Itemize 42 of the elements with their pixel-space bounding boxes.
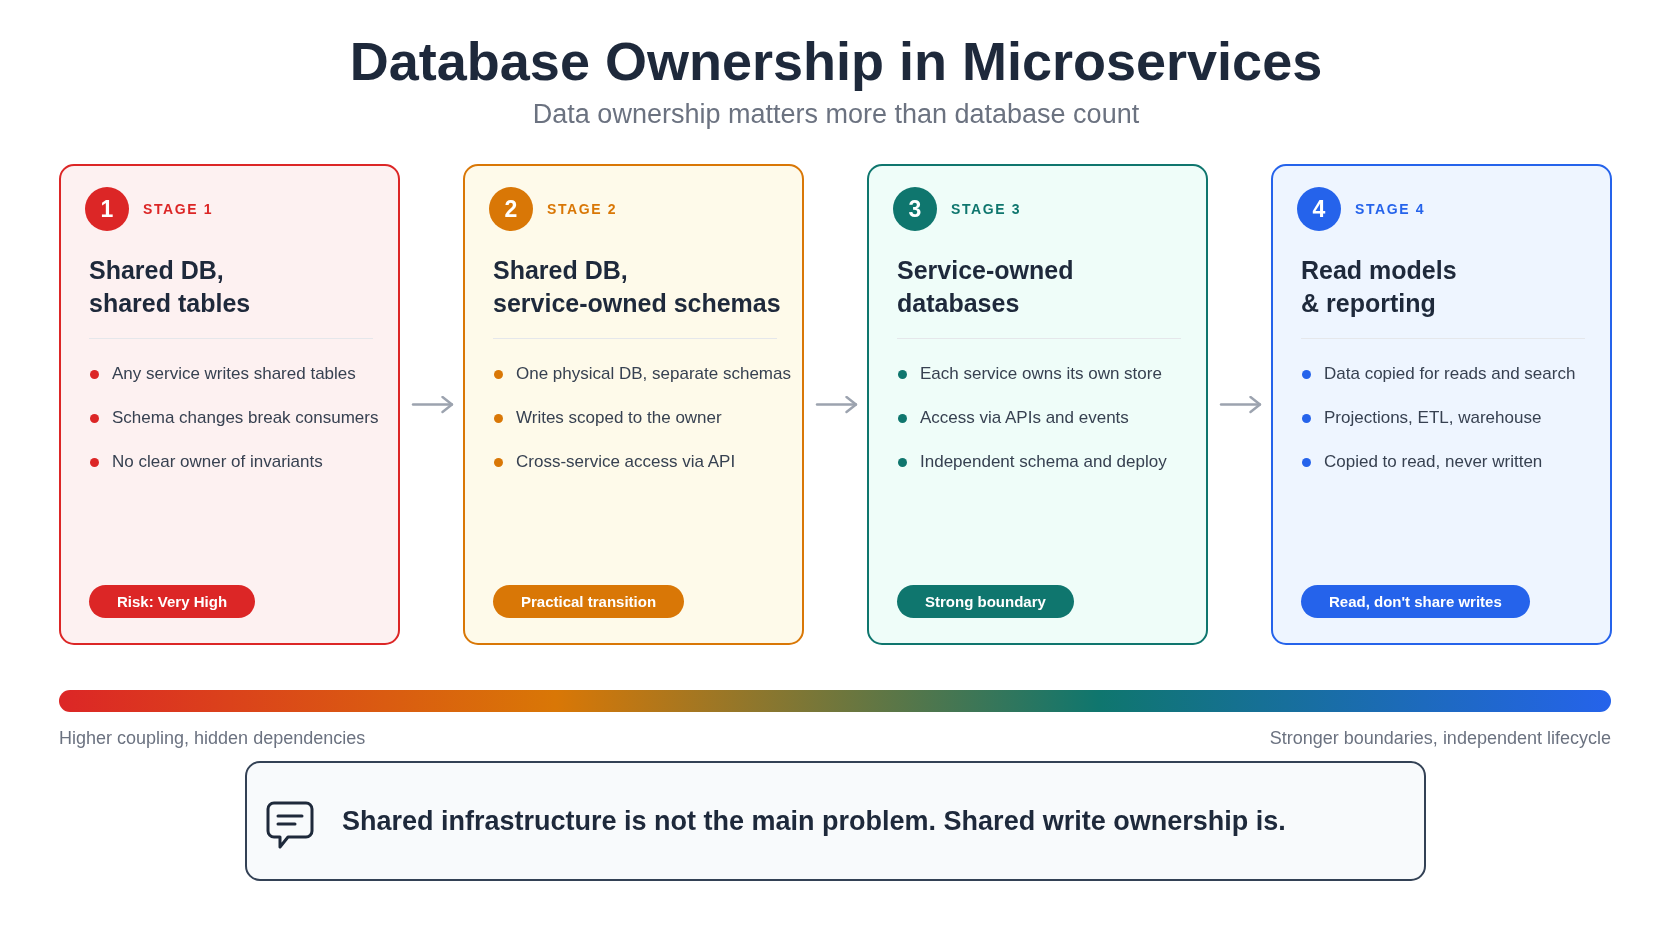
step-number: 1	[85, 187, 129, 231]
step-number: 2	[489, 187, 533, 231]
bullet-text: Copied to read, never written	[1324, 451, 1543, 473]
stage-heading: Read models & reporting	[1301, 255, 1458, 319]
status-tag: Read, don't share writes	[1301, 585, 1530, 618]
callout-panel	[245, 761, 1426, 881]
bullet-text: Any service writes shared tables	[112, 363, 356, 385]
arrow	[815, 395, 858, 414]
status-tag: Practical transition	[493, 585, 685, 618]
bullet-text: Independent schema and deploy	[920, 451, 1167, 473]
bullet-text: One physical DB, separate schemas	[516, 363, 791, 385]
stage-card	[867, 164, 1208, 645]
bullet-text: Schema changes break consumers	[112, 407, 379, 429]
stage-card	[463, 164, 804, 645]
stage-heading: Shared DB, service-owned schemas	[493, 255, 782, 319]
scale-label: Higher coupling, hidden dependencies	[59, 727, 366, 749]
title: Database Ownership in Microservices	[349, 30, 1323, 93]
step-number: 3	[893, 187, 937, 231]
stage-heading: Service-owned databases	[897, 255, 1075, 319]
bullet-text: Data copied for reads and search	[1324, 363, 1576, 385]
bullet-text: Each service owns its own store	[920, 363, 1162, 385]
stage-card	[59, 164, 400, 645]
status-tag: Risk: Very High	[89, 585, 256, 618]
bullet-text: Access via APIs and events	[920, 407, 1129, 429]
bullet-text: Cross-service access via API	[516, 451, 736, 473]
gradient-scale-bar	[59, 690, 1611, 712]
arrow	[411, 395, 454, 414]
stage-card	[1271, 164, 1612, 645]
step-number: 4	[1297, 187, 1341, 231]
bullet-text: Writes scoped to the owner	[516, 407, 722, 429]
bullet-text: Projections, ETL, warehouse	[1324, 407, 1542, 429]
stage-label: STAGE 4	[1355, 200, 1426, 218]
scale-label: Stronger boundaries, independent lifecycle	[1269, 727, 1611, 749]
status-tag: Strong boundary	[897, 585, 1074, 618]
bullet-text: No clear owner of invariants	[112, 451, 323, 473]
callout-text: Shared infrastructure is not the main problem. Shared write ownership is.	[342, 805, 1286, 838]
stage-label: STAGE 3	[951, 200, 1022, 218]
stage-label: STAGE 1	[143, 200, 214, 218]
stage-label: STAGE 2	[547, 200, 618, 218]
subtitle: Data ownership matters more than database count	[532, 98, 1140, 131]
arrow	[1219, 395, 1262, 414]
stage-heading: Shared DB, shared tables	[89, 255, 252, 319]
